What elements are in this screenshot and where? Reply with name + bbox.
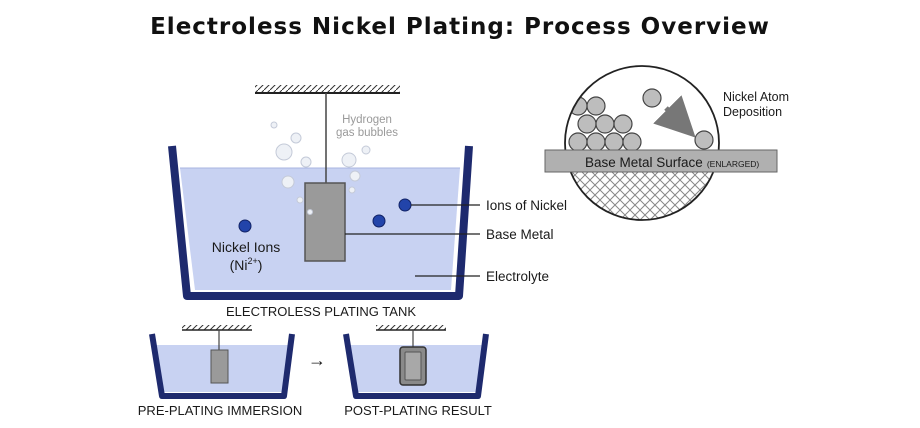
post-plating-tank: POST-PLATING RESULT	[343, 325, 492, 418]
ceiling-mount	[255, 85, 400, 93]
post-plating-caption: POST-PLATING RESULT	[344, 403, 492, 418]
hatched-substrate	[565, 172, 719, 220]
nickel-ions-label-line2: (Ni2+)	[230, 256, 263, 273]
hydrogen-label-line1: Hydrogen	[342, 114, 392, 126]
nickel-ion	[238, 219, 252, 233]
base-metal	[304, 182, 346, 262]
base-metal-surface	[544, 149, 778, 173]
nickel-atoms	[568, 88, 714, 152]
callout-electrolyte: Electrolyte	[486, 269, 549, 284]
pre-plating-part	[210, 349, 229, 384]
deposition-label-line1: Nickel Atom	[723, 90, 789, 104]
nickel-ion	[398, 198, 412, 212]
tank-wall	[168, 145, 473, 300]
deposition-arrow	[653, 95, 696, 138]
nickel-ion	[372, 214, 386, 228]
callout-ions: Ions of Nickel	[486, 198, 567, 213]
callout-base-metal: Base Metal	[486, 227, 554, 242]
hydrogen-bubbles	[270, 121, 371, 215]
pre-plating-caption: PRE-PLATING IMMERSION	[138, 403, 302, 418]
surface-label: Base Metal Surface(ENLARGED)	[585, 155, 759, 170]
process-arrow: →	[308, 350, 326, 370]
pre-plating-tank: PRE-PLATING IMMERSION	[138, 325, 302, 418]
deposition-inset: Base Metal Surface(ENLARGED) Nickel Atom…	[544, 65, 789, 221]
main-tank: Hydrogen gas bubbles Nickel Ions (Ni2+) …	[168, 85, 567, 319]
deposition-label-line2: Deposition	[723, 105, 782, 119]
hydrogen-label-line2: gas bubbles	[336, 127, 398, 139]
main-tank-caption: ELECTROLESS PLATING TANK	[226, 304, 416, 319]
page-title: Electroless Nickel Plating: Process Over…	[150, 14, 770, 40]
nickel-ions-label-line1: Nickel Ions	[212, 239, 280, 255]
